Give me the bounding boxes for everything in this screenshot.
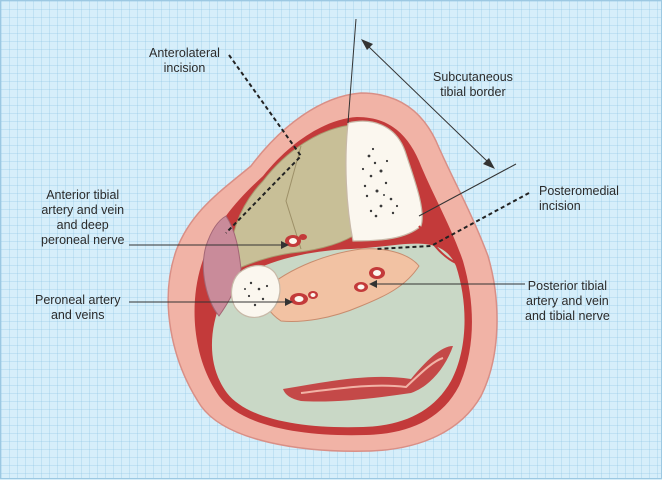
intermuscular-septum: [283, 346, 453, 402]
peroneal-vessels: [290, 291, 318, 305]
tibial-border-arrow-shaft: [366, 44, 490, 164]
posteromedial-incision-line: [375, 192, 530, 250]
label-subcutaneous-tibial-border: Subcutaneous tibial border: [433, 70, 513, 99]
septum-inner: [300, 357, 444, 394]
tibial-border-line-2: [418, 163, 517, 217]
fibula-bone: [230, 264, 281, 318]
posteromedial-septum: [418, 225, 457, 264]
fibula-marrow: [244, 281, 269, 307]
tibial-border-line-1: [347, 18, 357, 124]
posterior-tibial-vessels: [354, 267, 385, 292]
label-anterolateral-incision: Anterolateral incision: [149, 46, 220, 75]
label-anterior-tibial: Anterior tibial artery and vein and deep…: [41, 188, 125, 247]
leader-anterior-tibial-arrow: [281, 241, 289, 249]
anterior-compartment-septum: [285, 145, 302, 250]
label-posteromedial-incision: Posteromedial incision: [539, 184, 619, 213]
tibia-bone: [345, 120, 423, 242]
arrowhead-up: [361, 39, 373, 50]
arrowhead-down: [483, 158, 495, 169]
label-posterior-tibial: Posterior tibial artery and vein and tib…: [525, 279, 610, 323]
tibia-marrow: [361, 147, 399, 218]
leader-peroneal-arrow: [285, 298, 293, 306]
anterior-tibial-vessels: [285, 234, 307, 247]
leader-posterior-tibial-arrow: [369, 280, 377, 288]
label-peroneal-artery: Peroneal artery and veins: [35, 293, 121, 322]
